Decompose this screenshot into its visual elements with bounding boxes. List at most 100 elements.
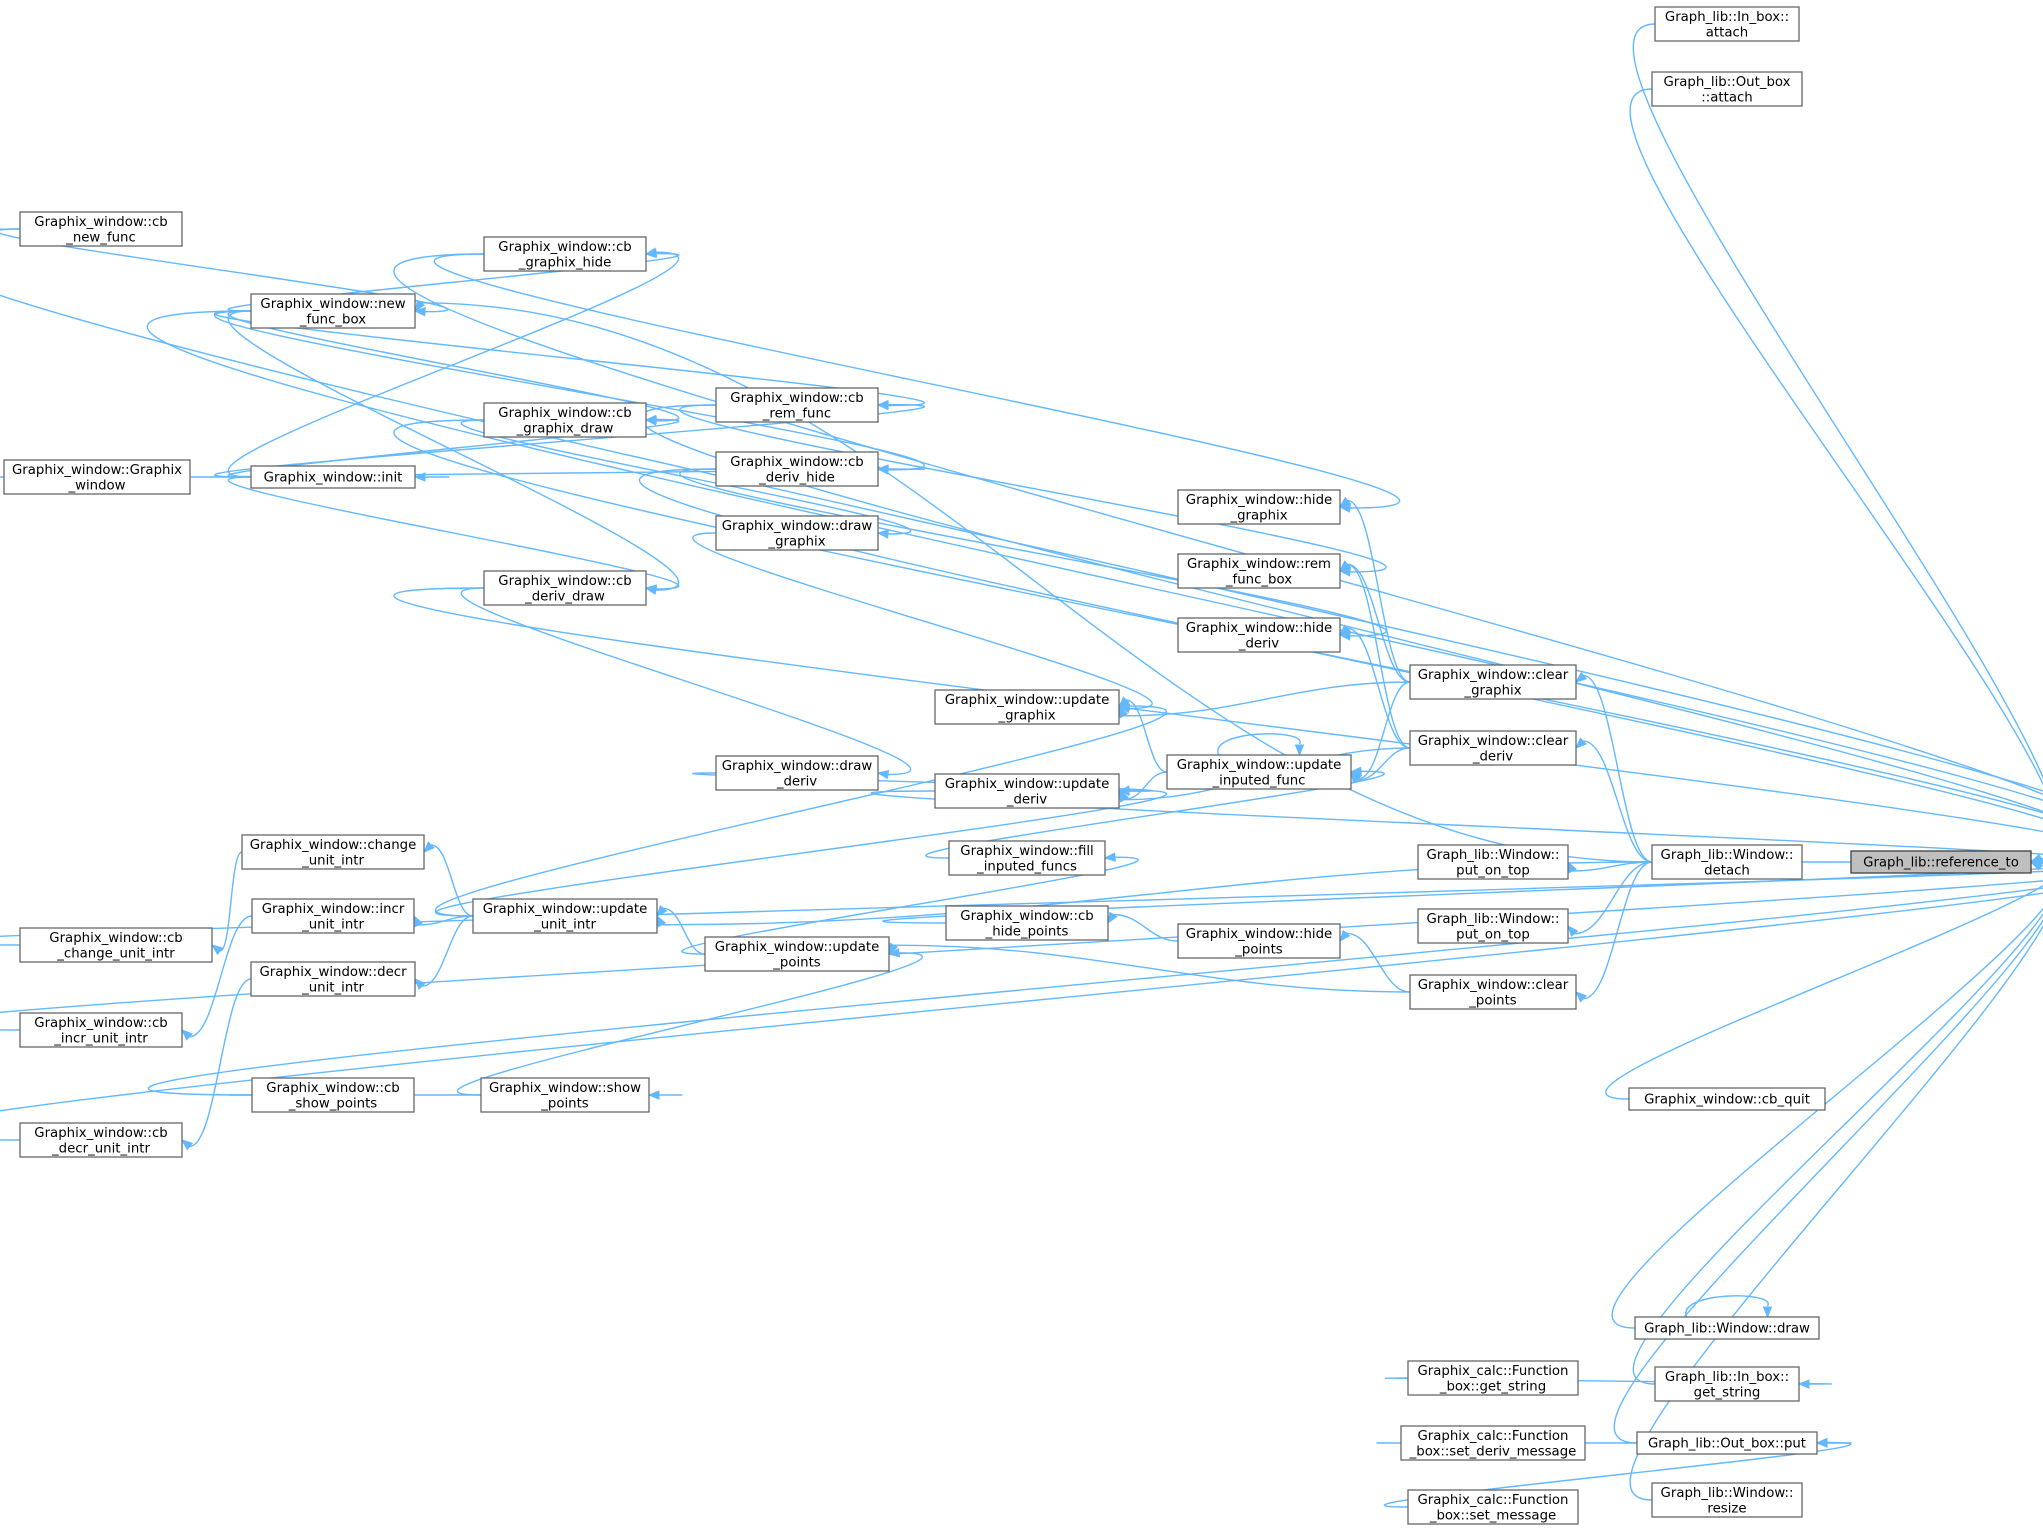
node-hide-deriv[interactable]: Graphix_window::hide_deriv [1177, 617, 1341, 653]
node-draw-deriv[interactable]: Graphix_window::draw_deriv [715, 755, 879, 791]
edge-cb-rem-func-to-rem-func-box [679, 404, 1387, 573]
node-put-on-top-1[interactable]: Graph_lib::Window::put_on_top [1417, 844, 1569, 880]
edge-window-draw-to-window-draw [1685, 1295, 1769, 1318]
node-box [251, 1077, 415, 1113]
node-label: _unit_intr [533, 917, 596, 932]
node-show-points[interactable]: Graphix_window::show_points [480, 1077, 650, 1113]
node-update-graphix[interactable]: Graphix_window::update_graphix [934, 689, 1120, 725]
node-outbox-attach[interactable]: Graph_lib::Out_box::attach [1651, 71, 1803, 107]
edge-detach-to-new-func-box [420, 302, 1653, 863]
edge-cb-graphix-draw-to-draw-graphix [460, 419, 912, 535]
node-label: _incr_unit_intr [53, 1031, 148, 1046]
edge-update-deriv-to-reference-to [870, 790, 2043, 863]
node-fbox-set-message[interactable]: Graphix_calc::Function_box::set_message [1407, 1489, 1579, 1525]
node-cb-incr-unit-intr[interactable]: Graphix_window::cb_incr_unit_intr [19, 1012, 183, 1048]
edge-clear-deriv-to-update-inputed-func [1356, 747, 1411, 781]
edge-arrowhead [2029, 853, 2043, 863]
node-hide-points[interactable]: Graphix_window::hide_points [1177, 923, 1341, 959]
node-label: _deriv [1238, 636, 1279, 651]
node-box [472, 898, 658, 934]
node-label: Graphix_window::draw [722, 759, 873, 774]
edge-clear-deriv-to-rem-func-box [1347, 564, 1411, 749]
node-box [241, 834, 425, 870]
node-cb-quit[interactable]: Graphix_window::cb_quit [1628, 1087, 1826, 1111]
node-decr-unit-intr[interactable]: Graphix_window::decr_unit_intr [250, 961, 416, 997]
node-change-unit-intr[interactable]: Graphix_window::change_unit_intr [241, 834, 425, 870]
node-cb-rem-func[interactable]: Graphix_window::cb_rem_func [715, 387, 879, 423]
node-label: detach [1704, 863, 1750, 878]
node-update-points[interactable]: Graphix_window::update_points [704, 936, 890, 972]
node-label: put_on_top [1456, 863, 1530, 878]
node-label: Graphix_window::update [945, 693, 1110, 708]
edge-cb-incr-unit-intr-to-reference-to [0, 861, 2043, 1031]
node-window-resize[interactable]: Graph_lib::Window::resize [1651, 1482, 1803, 1518]
node-label: Graph_lib::reference_to [1863, 856, 2019, 871]
node-cb-graphix-hide[interactable]: Graphix_window::cb_graphix_hide [483, 236, 647, 272]
edge-arrowhead [423, 841, 435, 853]
node-cb-new-func[interactable]: Graphix_window::cb_new_func [19, 211, 183, 247]
edge-arrowhead [876, 399, 889, 410]
node-label: Graphix_window::cb [266, 1081, 399, 1096]
edge-new-func-box-to-cb-graphix-hide [227, 252, 680, 312]
edge-init-to-cb-rem-func [213, 403, 926, 478]
edge-arrowhead [1574, 671, 1588, 683]
node-label: _window [67, 478, 125, 493]
edge-init-to-cb-deriv-hide [213, 468, 926, 478]
node-label: Graphix_window::update [715, 940, 880, 955]
node-box [1400, 1425, 1586, 1461]
edge-init-to-cb-graphix-hide [227, 251, 680, 478]
node-window-draw[interactable]: Graph_lib::Window::draw [1634, 1316, 1820, 1340]
edge-update-points-to-update-unit-intr [663, 907, 706, 955]
node-fbox-set-deriv-message[interactable]: Graphix_calc::Function_box::set_deriv_me… [1400, 1425, 1586, 1461]
node-graphix-window-ctor[interactable]: Graphix_window::Graphix_window [3, 459, 191, 495]
node-label: Graphix_window::clear [1418, 978, 1569, 993]
node-label: Graphix_window::show [489, 1081, 641, 1096]
node-init[interactable]: Graphix_window::init [250, 465, 416, 489]
edge-arrowhead [1103, 852, 1116, 862]
node-label: Graphix_calc::Function [1418, 1493, 1569, 1508]
node-cb-deriv-hide[interactable]: Graphix_window::cb_deriv_hide [715, 451, 879, 487]
node-clear-deriv[interactable]: Graphix_window::clear_deriv [1409, 730, 1577, 766]
node-update-deriv[interactable]: Graphix_window::update_deriv [934, 773, 1120, 809]
node-put-on-top-2[interactable]: Graph_lib::Window::put_on_top [1417, 908, 1569, 944]
edge-arrowhead [656, 904, 668, 918]
edge-arrowhead [1762, 1306, 1773, 1319]
edge-arrowhead [876, 464, 889, 474]
node-update-inputed-func[interactable]: Graphix_window::update_inputed_func [1166, 754, 1352, 790]
node-fbox-get-string[interactable]: Graphix_calc::Function_box::get_string [1407, 1360, 1579, 1396]
edge-arrowhead [1294, 744, 1305, 757]
node-cb-show-points[interactable]: Graphix_window::cb_show_points [251, 1077, 415, 1113]
node-cb-hide-points[interactable]: Graphix_window::cb_hide_points [945, 905, 1109, 941]
node-cb-graphix-draw[interactable]: Graphix_window::cb_graphix_draw [483, 402, 647, 438]
node-cb-change-unit-intr[interactable]: Graphix_window::cb_change_unit_intr [19, 927, 213, 963]
edge-change-unit-intr-to-cb-change-unit-intr [219, 851, 243, 952]
node-cb-deriv-draw[interactable]: Graphix_window::cb_deriv_draw [483, 570, 647, 606]
node-rem-func-box[interactable]: Graphix_window::rem_func_box [1177, 553, 1341, 589]
node-detach[interactable]: Graph_lib::Window::detach [1651, 844, 1803, 880]
node-reference-to[interactable]: Graph_lib::reference_to [1850, 850, 2032, 874]
edge-update-points-to-fill-inputed-funcs [681, 856, 1139, 955]
edge-detach-to-clear-deriv [1583, 740, 1653, 863]
node-update-unit-intr[interactable]: Graphix_window::update_unit_intr [472, 898, 658, 934]
node-clear-graphix[interactable]: Graphix_window::clear_graphix [1409, 664, 1577, 700]
node-inbox-attach[interactable]: Graph_lib::In_box::attach [1654, 6, 1800, 42]
edge-cb-new-func-to-new-func-box [0, 228, 449, 313]
node-label: Graphix_window::cb [34, 1016, 167, 1031]
node-label: _graphix [767, 534, 825, 549]
node-fill-inputed-funcs[interactable]: Graphix_window::fill_inputed_funcs [948, 840, 1106, 876]
node-inbox-get-string[interactable]: Graph_lib::In_box::get_string [1654, 1366, 1800, 1402]
node-hide-graphix[interactable]: Graphix_window::hide_graphix [1177, 489, 1341, 525]
node-incr-unit-intr[interactable]: Graphix_window::incr_unit_intr [251, 898, 415, 934]
node-new-func-box[interactable]: Graphix_window::new_func_box [250, 293, 416, 329]
node-box [1628, 1087, 1826, 1111]
node-label: Graph_lib::In_box:: [1665, 10, 1789, 25]
node-cb-decr-unit-intr[interactable]: Graphix_window::cb_decr_unit_intr [19, 1122, 183, 1158]
node-clear-points[interactable]: Graphix_window::clear_points [1409, 974, 1577, 1010]
node-label: _inputed_funcs [976, 859, 1077, 874]
edge-fill-inputed-funcs-to-update-inputed-func [925, 770, 1385, 859]
node-outbox-put[interactable]: Graph_lib::Out_box::put [1636, 1431, 1818, 1455]
edge-arrowhead [414, 299, 425, 313]
edge-incr-unit-intr-to-cb-incr-unit-intr [189, 915, 253, 1038]
node-draw-graphix[interactable]: Graphix_window::draw_graphix [715, 515, 879, 551]
node-label: _deriv_draw [524, 589, 605, 604]
